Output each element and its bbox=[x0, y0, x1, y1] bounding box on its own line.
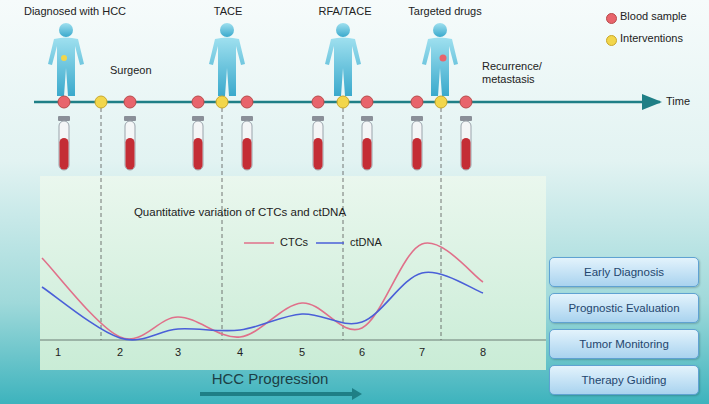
legend-swatch bbox=[606, 13, 617, 24]
event-label: Targeted drugs bbox=[408, 5, 481, 18]
axis-tick: 2 bbox=[117, 346, 123, 359]
button-text: Therapy Guiding bbox=[581, 374, 666, 386]
button-text: Tumor Monitoring bbox=[579, 338, 669, 350]
event-label: Diagnosed with HCC bbox=[24, 5, 126, 18]
function-button: Early Diagnosis bbox=[549, 257, 699, 287]
legend-text: CTCs bbox=[280, 236, 308, 249]
button-text: Prognostic Evaluation bbox=[568, 302, 679, 314]
axis-tick: 3 bbox=[175, 346, 181, 359]
legend-text: Interventions bbox=[620, 32, 683, 45]
button-text: Early Diagnosis bbox=[584, 266, 664, 278]
function-button: Prognostic Evaluation bbox=[549, 293, 699, 323]
axis-tick: 5 bbox=[299, 346, 305, 359]
legend-text: ctDNA bbox=[350, 236, 382, 249]
axis-tick: 7 bbox=[419, 346, 425, 359]
axis-tick: 4 bbox=[237, 346, 243, 359]
axis-title: HCC Progression bbox=[212, 370, 329, 388]
axis-tick: 1 bbox=[55, 346, 61, 359]
axis-tick: 6 bbox=[359, 346, 365, 359]
chart-title: Quantitative variation of CTCs and ctDNA bbox=[134, 206, 346, 220]
axis-label: Time bbox=[666, 95, 690, 108]
function-button: Therapy Guiding bbox=[549, 365, 699, 395]
event-label: RFA/TACE bbox=[319, 5, 372, 18]
ctdna-curve bbox=[42, 272, 483, 340]
event-label: TACE bbox=[214, 5, 243, 18]
function-button: Tumor Monitoring bbox=[549, 329, 699, 359]
legend-text: Blood sample bbox=[620, 10, 687, 23]
event-label: Recurrence/ metastasis bbox=[482, 60, 544, 86]
ctc-curve bbox=[42, 243, 483, 339]
axis-tick: 8 bbox=[480, 346, 486, 359]
legend-swatch bbox=[606, 35, 617, 46]
event-label: Surgeon bbox=[110, 64, 152, 77]
